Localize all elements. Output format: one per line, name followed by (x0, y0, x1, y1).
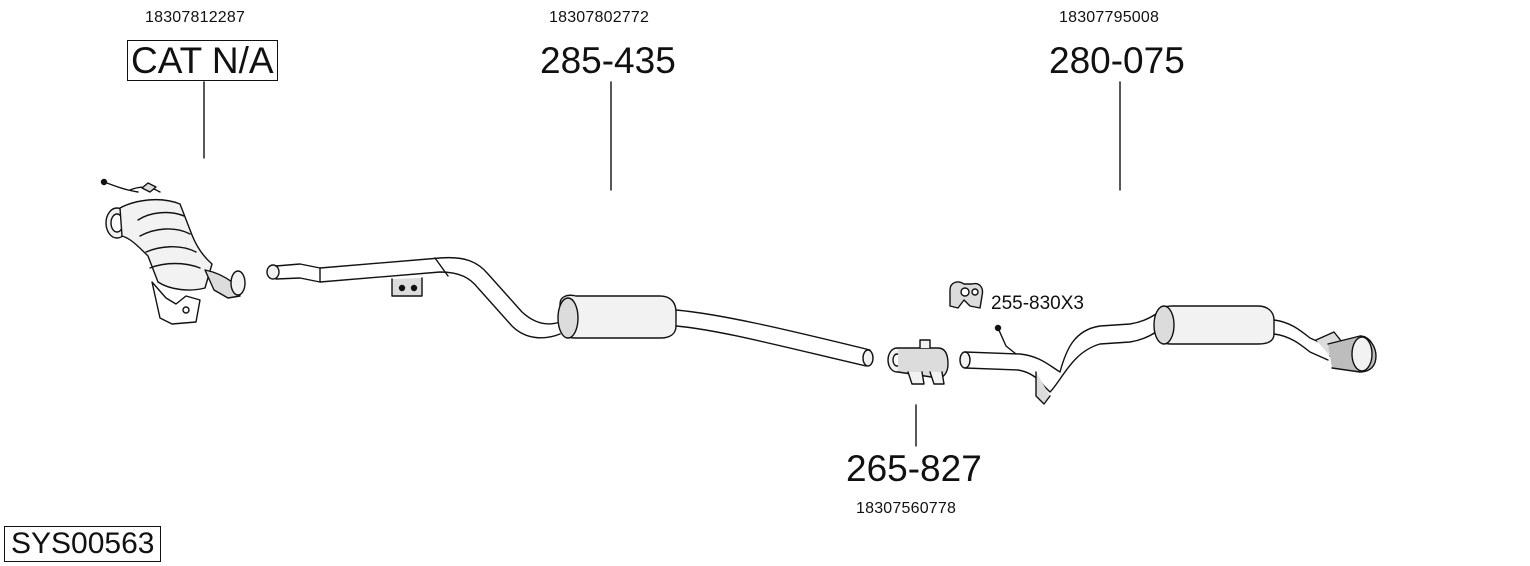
front-pipe-oem-number: 18307802772 (549, 9, 650, 26)
rear-silencer-part[interactable] (959, 305, 1377, 405)
rubber-mount-part[interactable] (949, 281, 984, 309)
system-code: SYS00563 (4, 526, 162, 562)
rear-silencer-oem-number: 18307795008 (1059, 9, 1160, 26)
cat-part-number[interactable]: CAT N/A (127, 40, 278, 81)
front-pipe-part[interactable] (266, 256, 874, 367)
mount-part-number[interactable]: 255-830X3 (991, 293, 1084, 314)
catalytic-converter-part[interactable] (100, 178, 246, 325)
front-pipe-part-number[interactable]: 285-435 (540, 40, 676, 81)
cat-oem-number: 18307812287 (145, 9, 246, 26)
clamp-oem-number: 18307560778 (856, 500, 957, 517)
rear-silencer-part-number[interactable]: 280-075 (1049, 40, 1185, 81)
clamp-part-number[interactable]: 265-827 (846, 448, 982, 489)
clamp-part[interactable] (887, 339, 949, 385)
